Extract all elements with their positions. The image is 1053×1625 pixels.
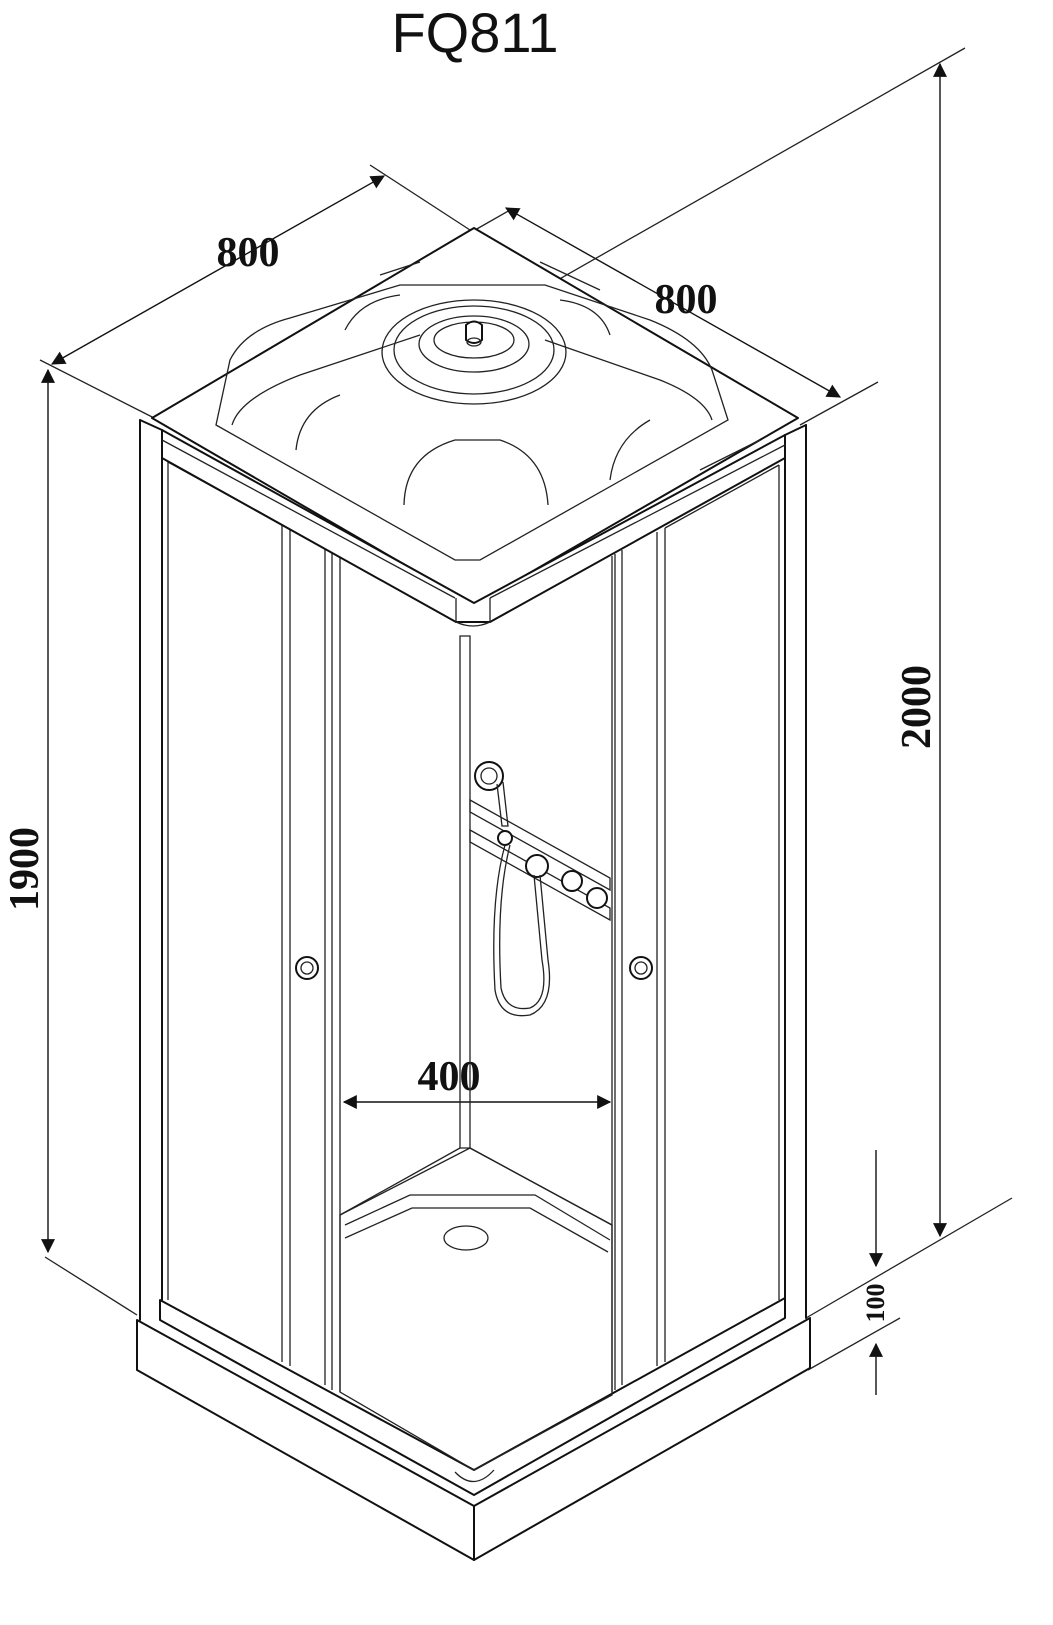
dimension-top-left: 800 (39, 164, 471, 423)
back-corner-post (339, 635, 613, 1226)
left-door-knob-icon (295, 956, 319, 980)
drain-icon (443, 1225, 489, 1251)
dim-label-tray-height: 100 (861, 1284, 890, 1323)
dim-label-total-height: 2000 (894, 665, 940, 749)
hand-shower-icon (474, 761, 504, 791)
model-title: FQ811 (391, 1, 558, 64)
temperature-knob-icon (586, 887, 608, 909)
shower-tray (136, 1297, 811, 1561)
dim-label-door-opening: 400 (418, 1054, 481, 1100)
left-wall (139, 419, 341, 1392)
dim-label-width: 800 (217, 230, 280, 276)
mixer-knob-icon (525, 854, 549, 878)
right-wall (611, 424, 807, 1392)
dimension-door-opening: 400 (342, 1054, 612, 1109)
dimension-total-height: 2000 (469, 47, 1013, 1319)
dim-label-cabin-height: 1900 (2, 827, 48, 911)
dimension-tray-height: 100 (807, 1150, 901, 1395)
dimension-cabin-height: 1900 (2, 368, 138, 1316)
shower-panel (469, 761, 611, 1017)
diverter-knob-icon (561, 870, 583, 892)
hose-holder-icon (497, 830, 513, 846)
cabin-roof (151, 227, 799, 627)
dim-label-depth: 800 (655, 277, 718, 323)
dimension-top-right: 800 (474, 207, 879, 426)
right-door-knob-icon (629, 956, 653, 980)
rain-shower-icon (381, 299, 567, 405)
